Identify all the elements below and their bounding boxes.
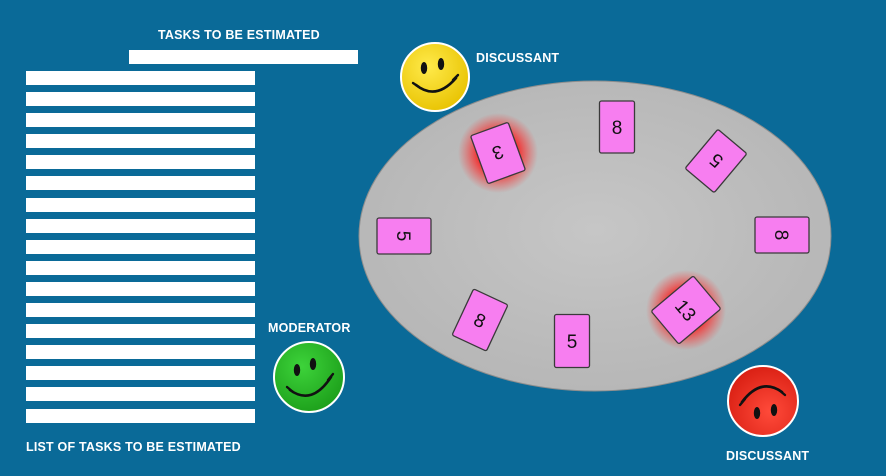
happy-face-icon (273, 341, 345, 413)
happy-face-icon (400, 42, 470, 112)
estimate-card: 8 (598, 100, 636, 154)
estimate-card: 5 (376, 217, 432, 255)
card-face (553, 313, 591, 369)
card-value: 8 (770, 230, 791, 241)
task-list-row (26, 281, 255, 296)
task-list-row (26, 345, 255, 360)
card-value: 5 (392, 231, 413, 242)
sad-face-icon (727, 365, 799, 437)
task-list-row (26, 92, 255, 107)
task-list-row (26, 324, 255, 339)
task-list-row (26, 218, 255, 233)
estimate-card: 8 (754, 216, 810, 254)
card-face (685, 129, 747, 193)
card-face (470, 122, 526, 184)
card-face (598, 100, 636, 154)
estimate-card: 8 (452, 288, 508, 352)
estimate-card: 5 (553, 313, 591, 369)
estimate-card: 5 (685, 129, 747, 193)
card-face (754, 216, 810, 254)
moderator-label: MODERATOR (268, 321, 351, 335)
discussant-top-label: DISCUSSANT (476, 51, 560, 65)
card-face (376, 217, 432, 255)
task-list-row (26, 155, 255, 170)
tasks-to-be-estimated-label: TASKS TO BE ESTIMATED (158, 28, 320, 42)
task-list (26, 71, 255, 430)
estimate-card: 3 (458, 113, 538, 193)
discussant-bottom-label: DISCUSSANT (726, 449, 810, 463)
task-list-row (26, 176, 255, 191)
task-list-row (26, 71, 255, 85)
task-list-row (26, 197, 255, 212)
cards-layer: 3 8 5 8 13 5 8 5 (376, 100, 810, 369)
list-of-tasks-label: LIST OF TASKS TO BE ESTIMATED (26, 440, 241, 454)
card-value: 8 (612, 118, 623, 139)
task-list-row (26, 239, 255, 254)
estimate-card: 13 (646, 270, 726, 350)
task-list-row (26, 387, 255, 402)
card-face (651, 276, 721, 344)
card-value: 5 (567, 332, 578, 353)
task-list-row (26, 408, 255, 423)
task-list-row (26, 303, 255, 318)
current-task-bar (129, 50, 358, 64)
task-list-row (26, 134, 255, 149)
card-face (452, 288, 508, 352)
task-list-row (26, 113, 255, 128)
task-list-row (26, 260, 255, 275)
task-list-row (26, 366, 255, 381)
